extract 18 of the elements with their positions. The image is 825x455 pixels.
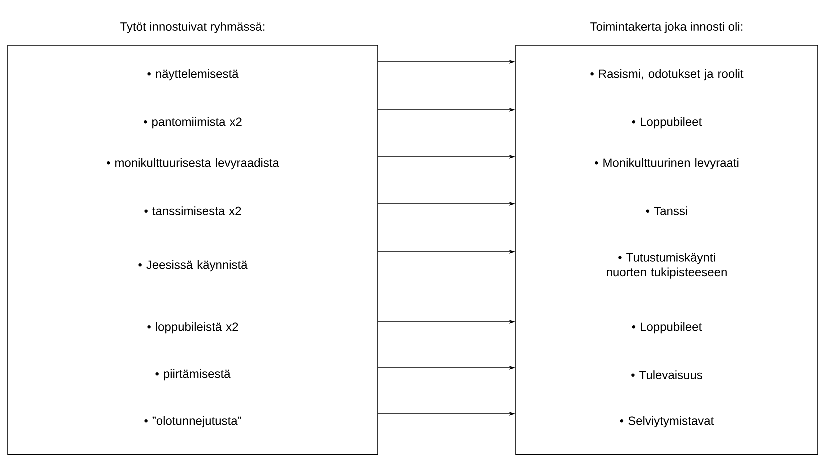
list-item: • Tulevaisuus bbox=[632, 370, 702, 380]
list-item: • ”olotunnejutusta” bbox=[144, 416, 242, 428]
list-item: • Monikulttuurinen levyraati bbox=[595, 158, 739, 170]
list-item: • Jeesissä käynnistä bbox=[138, 260, 248, 272]
list-item: • näyttelemisestä bbox=[148, 69, 239, 81]
list-item: • tanssimisesta x2 bbox=[144, 206, 242, 216]
list-item: • loppubileistä x2 bbox=[148, 322, 238, 334]
list-item: • Rasismi, odotukset ja roolit bbox=[590, 69, 744, 81]
list-item: • Tutustumiskäynti nuorten tukipisteeseen bbox=[607, 253, 727, 279]
node-label: Tytöt innostuivat ryhmässä: bbox=[120, 22, 265, 34]
list-item: • monikulttuurisesta levyraadista bbox=[107, 158, 280, 170]
list-item: • Selviytymistavat bbox=[620, 416, 714, 428]
node-label: Toimintakerta joka innosti oli: bbox=[590, 22, 743, 34]
list-item: • Tanssi bbox=[646, 206, 688, 216]
list-item: • Loppubileet bbox=[632, 322, 702, 334]
list-item: • Loppubileet bbox=[632, 117, 702, 129]
list-item: • pantomiimista x2 bbox=[144, 117, 242, 129]
list-item: • piirtämisestä bbox=[156, 369, 231, 381]
